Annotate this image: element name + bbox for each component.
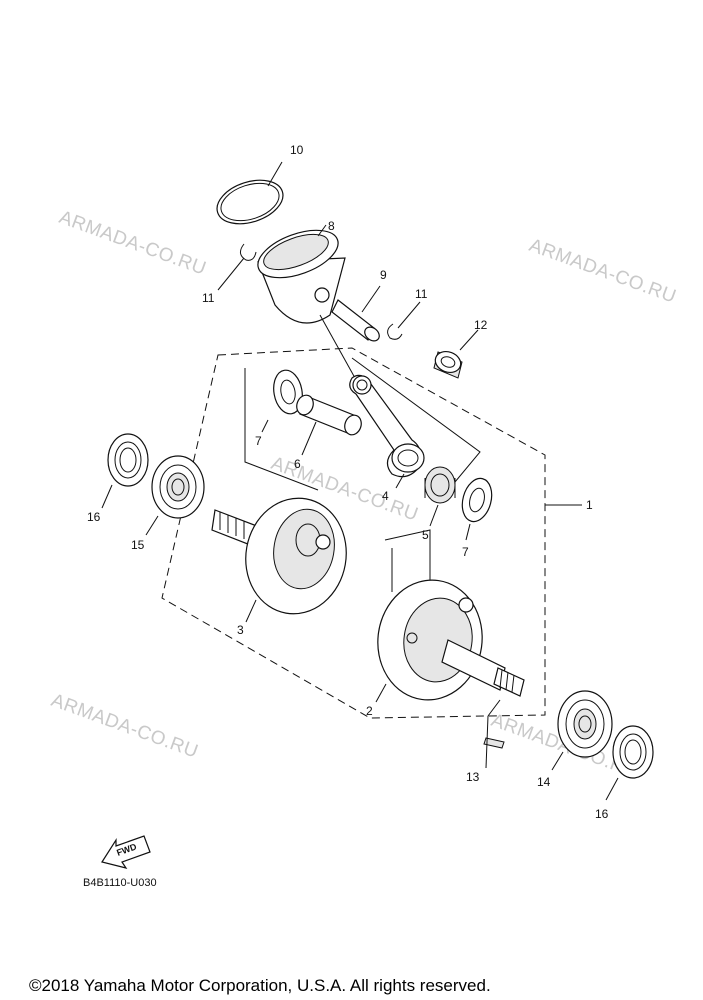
callout-6: 6	[294, 457, 301, 471]
callout-5: 5	[422, 528, 429, 542]
diagram-code: B4B1110-U030	[83, 877, 157, 889]
callout-2: 2	[366, 704, 373, 718]
callout-1: 1	[586, 498, 593, 512]
big-end-bearing-part	[424, 466, 456, 527]
piston-part	[257, 224, 346, 324]
ball-bearing-part	[551, 690, 613, 771]
watermark-text: ARMADA-CO.RU	[56, 207, 209, 280]
crankshaft-assembly-outline	[161, 347, 546, 719]
connecting-rod-part	[349, 374, 425, 489]
callout-8: 8	[328, 219, 335, 233]
callout-4: 4	[382, 489, 389, 503]
crank-half-right-part	[375, 579, 525, 703]
watermark-text: ARMADA-CO.RU	[526, 235, 679, 308]
callout-12: 12	[474, 318, 488, 332]
thrust-washer-part	[461, 477, 493, 541]
oil-seal-part	[605, 725, 654, 801]
callout-14: 14	[537, 775, 551, 789]
copyright-notice: ©2018 Yamaha Motor Corporation, U.S.A. A…	[29, 976, 491, 995]
callout-7: 7	[462, 545, 469, 559]
woodruff-key-part	[483, 699, 505, 769]
callout-7: 7	[255, 434, 262, 448]
piston-ring-part	[216, 161, 284, 225]
crank-half-left-part	[211, 497, 347, 623]
crank-pin-part	[296, 394, 362, 456]
circlip-part	[387, 301, 421, 340]
callout-labels: 10 8 9 11 11 12 7 6 4 5 7 1 16 15 3 2 13…	[87, 143, 609, 821]
callout-3: 3	[237, 623, 244, 637]
piston-pin-part	[331, 285, 381, 342]
callout-16: 16	[595, 807, 609, 821]
callout-13: 13	[466, 770, 480, 784]
callout-16: 16	[87, 510, 101, 524]
callout-10: 10	[290, 143, 304, 157]
oil-seal-part	[101, 433, 149, 509]
callout-15: 15	[131, 538, 145, 552]
forward-arrow-icon: FWD	[101, 835, 151, 869]
watermark-text: ARMADA-CO.RU	[48, 690, 201, 763]
circlip-part	[217, 243, 257, 291]
callout-11: 11	[415, 287, 428, 301]
ball-bearing-part	[145, 455, 205, 536]
callout-9: 9	[380, 268, 387, 282]
needle-bearing-part	[433, 329, 479, 379]
callout-11: 11	[202, 291, 215, 305]
bracket-lines	[244, 368, 431, 600]
thrust-washer-part	[261, 369, 303, 433]
